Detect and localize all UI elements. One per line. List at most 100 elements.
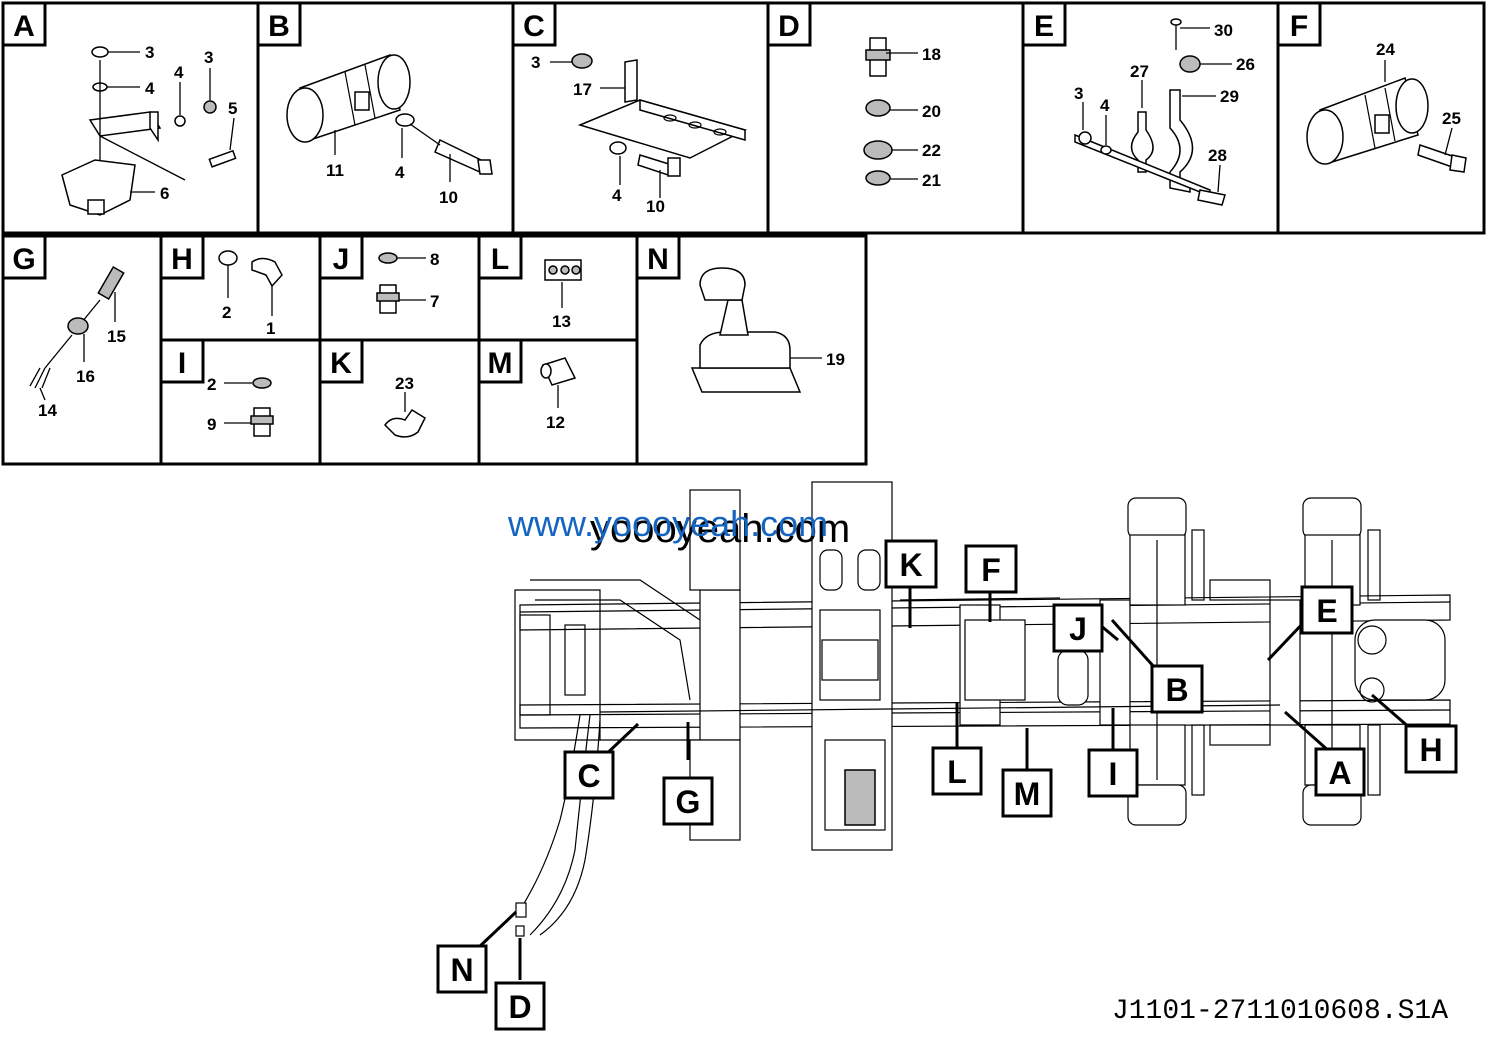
air-tank (1306, 76, 1429, 165)
location-label-k: K (884, 539, 938, 628)
panel-l: L 13 (477, 234, 639, 342)
location-label-f: F (964, 544, 1018, 622)
panel-g-callout-1: 15 (107, 327, 126, 346)
panel-c-callout-2: 17 (573, 80, 592, 99)
location-label-g: G (662, 722, 714, 826)
panel-b-letter: B (268, 10, 290, 43)
panel-l-letter: L (491, 243, 509, 276)
panel-h-callout-1: 2 (222, 303, 231, 322)
panel-a: A 3 4 4 3 5 6 (1, 1, 260, 235)
panel-j-callout-1: 8 (430, 250, 439, 269)
svg-text:H: H (1419, 732, 1442, 768)
panel-h: H 2 1 (159, 234, 322, 342)
watermark-secondary: yoooyeah.com (590, 507, 850, 551)
panel-k: K 23 (318, 338, 481, 466)
panel-e-callout-4: 29 (1220, 87, 1239, 106)
panel-g-callout-3: 14 (38, 401, 57, 420)
location-labels: K F J E B H A (436, 539, 1458, 1031)
panel-g: G 15 16 14 (1, 234, 163, 466)
svg-text:A: A (1328, 755, 1351, 791)
panel-f-callout-1: 24 (1376, 40, 1395, 59)
svg-text:F: F (981, 552, 1001, 588)
panel-e-callout-5: 3 (1074, 84, 1083, 103)
panel-d-callout-3: 22 (922, 141, 941, 160)
location-label-c: C (563, 722, 640, 800)
panel-g-letter: G (12, 243, 35, 276)
panel-a-callout-6: 6 (160, 184, 169, 203)
panel-h-callout-2: 1 (266, 319, 275, 338)
panel-l-callout-1: 13 (552, 312, 571, 331)
panel-e-callout-7: 28 (1208, 146, 1227, 165)
svg-text:N: N (450, 952, 473, 988)
panel-j: J 8 7 (318, 234, 481, 342)
svg-text:J: J (1069, 611, 1087, 647)
control-lever-housing (690, 267, 802, 393)
panel-d-callout-2: 20 (922, 102, 941, 121)
panel-a-callout-2: 4 (145, 79, 155, 98)
panel-i: I 2 9 (159, 338, 322, 466)
panel-m: M 12 (477, 338, 639, 466)
panel-k-letter: K (330, 347, 352, 380)
panel-a-callout-4: 3 (204, 48, 213, 67)
panel-k-callout-1: 23 (395, 374, 414, 393)
panel-a-callout-5: 5 (228, 99, 237, 118)
svg-text:K: K (899, 547, 922, 583)
svg-text:I: I (1109, 756, 1118, 792)
svg-text:L: L (947, 754, 967, 790)
svg-text:C: C (577, 758, 600, 794)
panel-m-letter: M (488, 347, 513, 380)
panel-c-callout-3: 4 (612, 186, 622, 205)
panel-e-callout-2: 26 (1236, 55, 1255, 74)
panel-b: B 11 4 10 (256, 1, 515, 235)
location-label-i: I (1087, 708, 1139, 798)
panel-b-callout-3: 10 (439, 188, 458, 207)
location-label-m: M (1001, 728, 1053, 818)
svg-text:M: M (1014, 776, 1041, 812)
panel-c: C 3 17 4 10 (511, 1, 770, 235)
panel-f-letter: F (1290, 10, 1308, 43)
panel-j-letter: J (333, 243, 350, 276)
watermark: www.yoooyeah.com (507, 503, 828, 544)
rear-axle-1 (1127, 497, 1187, 826)
chassis-drawing (514, 481, 1451, 937)
location-label-b: B (1110, 618, 1204, 714)
panel-e-callout-3: 27 (1130, 62, 1149, 81)
svg-text:B: B (1165, 672, 1188, 708)
panel-f: F 24 25 (1276, 1, 1486, 235)
location-label-j: J (1052, 603, 1119, 653)
panel-e-letter: E (1034, 10, 1054, 43)
panel-j-callout-2: 7 (430, 292, 439, 311)
panel-e-callout-6: 4 (1100, 96, 1110, 115)
panel-b-callout-2: 4 (395, 163, 405, 182)
panel-c-callout-1: 3 (531, 53, 540, 72)
drawing-number: J1101-2711010608.S1A (1112, 996, 1448, 1027)
panel-i-callout-1: 2 (207, 375, 216, 394)
panel-n: N 19 (635, 234, 868, 466)
svg-text:E: E (1316, 593, 1337, 629)
location-label-d: D (494, 938, 546, 1031)
panel-m-callout-1: 12 (546, 413, 565, 432)
location-label-e: E (1266, 585, 1354, 662)
panel-a-callout-3: 4 (174, 63, 184, 82)
location-label-a: A (1284, 710, 1366, 797)
panel-g-callout-2: 16 (76, 367, 95, 386)
panel-a-callout-1: 3 (145, 43, 154, 62)
panel-c-callout-4: 10 (646, 197, 665, 216)
location-label-n: N (436, 910, 518, 994)
panel-h-letter: H (171, 243, 193, 276)
panel-e-callout-1: 30 (1214, 21, 1233, 40)
svg-text:D: D (508, 989, 531, 1025)
panel-i-letter: I (178, 347, 186, 380)
panel-d-callout-1: 18 (922, 45, 941, 64)
panel-b-callout-1: 11 (326, 161, 344, 180)
location-label-h: H (1371, 693, 1458, 774)
panel-c-letter: C (523, 10, 545, 43)
panel-d-callout-4: 21 (922, 171, 941, 190)
location-label-l: L (931, 702, 983, 796)
panel-n-callout-1: 19 (826, 350, 845, 369)
svg-text:G: G (676, 784, 701, 820)
panel-f-callout-2: 25 (1442, 109, 1461, 128)
panel-e: E 30 26 27 29 3 4 28 (1021, 1, 1280, 235)
panel-d: D 18 20 22 21 (766, 1, 1025, 235)
